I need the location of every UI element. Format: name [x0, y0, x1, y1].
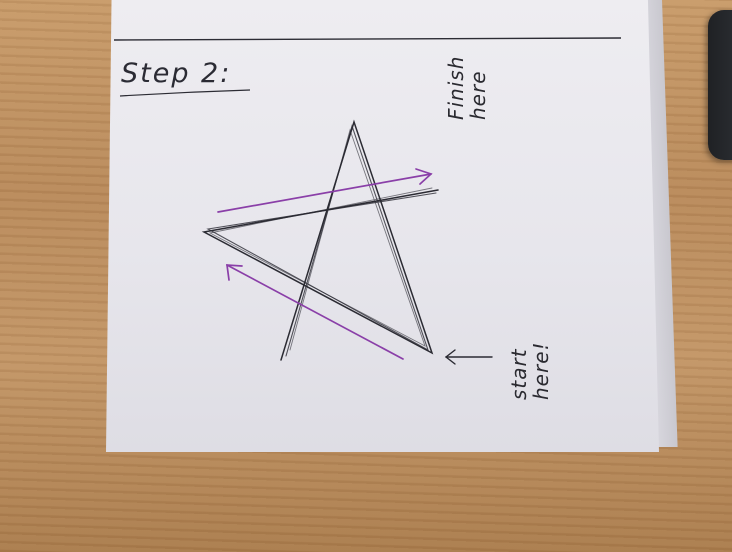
start-label-line1: start	[507, 348, 531, 400]
arrow-right-icon	[217, 168, 433, 213]
page-title: Step 2:	[121, 58, 232, 89]
star-drawing-icon	[201, 119, 439, 361]
arrow-left-icon	[226, 264, 404, 360]
phone-edge	[708, 10, 732, 160]
start-label: start here!	[507, 341, 553, 400]
top-rule-line	[113, 37, 622, 41]
start-label-line2: here!	[529, 341, 553, 400]
start-pointer-arrow	[444, 349, 493, 365]
finish-label-line2: here	[466, 70, 490, 120]
finish-label-line1: Finish	[444, 55, 468, 120]
paper-sheet	[106, 0, 659, 452]
title-underline	[119, 89, 251, 97]
finish-label: Finish here	[444, 55, 490, 120]
